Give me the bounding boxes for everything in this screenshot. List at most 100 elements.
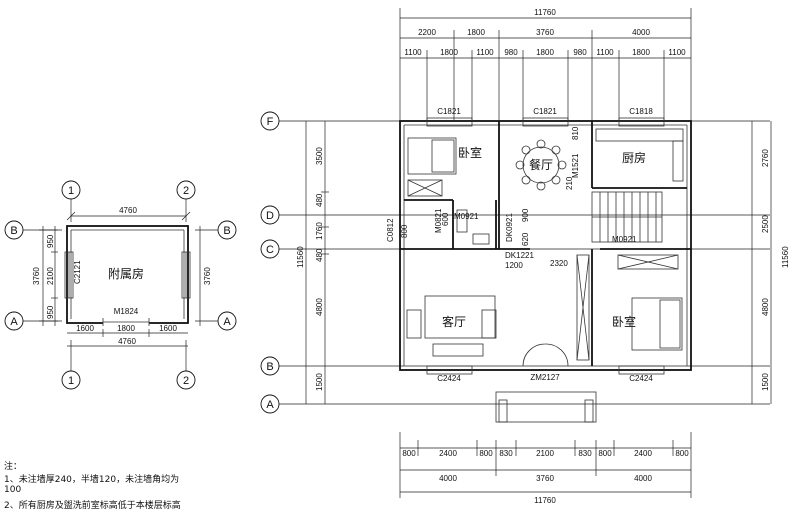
window-code: C2424 bbox=[629, 374, 653, 383]
annex-plan: 1 2 1 2 B A B A 4760 bbox=[4, 180, 237, 390]
window-c2424-west bbox=[426, 365, 473, 375]
opening-code: DK1221 bbox=[505, 251, 534, 260]
top-dim: 980 bbox=[504, 48, 518, 57]
axis-label: A bbox=[10, 316, 18, 328]
bottom-dim: 3760 bbox=[536, 474, 554, 483]
window-c1821-dining bbox=[522, 117, 569, 127]
note-line: 1、未注墙厚240，半墙120，未注墙角均为 bbox=[4, 475, 180, 485]
bottom-total: 11760 bbox=[534, 496, 556, 505]
bottom-dim: 4000 bbox=[439, 474, 457, 483]
bottom-dim: 800 bbox=[598, 449, 612, 458]
dim-label: 810 bbox=[571, 126, 580, 140]
bottom-dim: 830 bbox=[578, 449, 592, 458]
note-line: 2、所有厨房及盥洗前室标高低于本楼层标高 bbox=[4, 501, 181, 511]
room-label-living: 客厅 bbox=[442, 314, 466, 329]
main-plan: 11760 2200 1800 3760 4000 1100 1800 1100… bbox=[260, 8, 790, 505]
axis-label: B bbox=[10, 225, 17, 237]
right-total: 11560 bbox=[781, 246, 790, 268]
note-line: 100 bbox=[4, 485, 22, 495]
annex-window-code: C2121 bbox=[73, 260, 82, 284]
bottom-dim: 2100 bbox=[536, 449, 554, 458]
dim-label: 2320 bbox=[550, 259, 568, 268]
window-c2424-east bbox=[618, 365, 665, 375]
window-code: C2424 bbox=[437, 374, 461, 383]
right-dim: 2500 bbox=[761, 215, 770, 233]
annex-room-label: 附属房 bbox=[108, 266, 144, 281]
axis-label: A bbox=[223, 316, 231, 328]
top-dim: 980 bbox=[573, 48, 587, 57]
dim-label: 210 bbox=[565, 176, 574, 190]
annex-bottom-segment: 1800 bbox=[117, 324, 135, 333]
left-dim: 1760 bbox=[315, 222, 324, 240]
dim-label: 900 bbox=[521, 208, 530, 222]
annex-top-dimension: 4760 bbox=[119, 206, 137, 215]
main-outer-walls bbox=[399, 120, 692, 371]
top-dim: 1100 bbox=[476, 48, 494, 57]
door-code: M0921 bbox=[612, 235, 637, 244]
axis-label: 2 bbox=[183, 375, 189, 387]
wardrobe-icon bbox=[407, 179, 443, 197]
door-code: M1521 bbox=[571, 153, 580, 178]
room-label-bedroom-nw: 卧室 bbox=[458, 145, 482, 160]
left-dim: 3500 bbox=[315, 147, 324, 165]
annex-left-segment: 950 bbox=[46, 234, 55, 248]
window-c1821-west bbox=[426, 117, 473, 127]
annex-right-total: 3760 bbox=[203, 267, 212, 285]
top-dim: 1800 bbox=[632, 48, 650, 57]
annex-door-code: M1824 bbox=[114, 307, 139, 316]
dim-label: 620 bbox=[521, 232, 530, 246]
window-code: C1821 bbox=[437, 107, 461, 116]
cabinet-icon bbox=[576, 254, 590, 361]
dining-table-icon bbox=[522, 146, 560, 184]
annex-bottom-dimension: 4760 bbox=[118, 337, 136, 346]
main-top-total: 11760 bbox=[534, 8, 556, 17]
door-code: M0821 bbox=[434, 208, 443, 233]
axis-label: B bbox=[266, 361, 273, 373]
left-dim: 480 bbox=[315, 193, 324, 207]
annex-left-segment: 950 bbox=[46, 305, 55, 319]
door-code: ZM2127 bbox=[530, 373, 560, 382]
annex-left-segment: 2100 bbox=[46, 267, 55, 285]
top-dim: 1800 bbox=[440, 48, 458, 57]
annex-bottom-segment: 1600 bbox=[76, 324, 94, 333]
notes-title: 注： bbox=[4, 462, 23, 472]
left-dim: 1500 bbox=[315, 373, 324, 391]
top-dim: 4000 bbox=[632, 28, 650, 37]
top-dim: 1800 bbox=[536, 48, 554, 57]
annex-left-total: 3760 bbox=[32, 267, 41, 285]
axis-label: A bbox=[266, 399, 274, 411]
axis-label: 1 bbox=[68, 375, 74, 387]
right-dim: 2760 bbox=[761, 149, 770, 167]
axis-label: 2 bbox=[183, 185, 189, 197]
room-label-kitchen: 厨房 bbox=[622, 150, 646, 165]
door-code: M0921 bbox=[454, 212, 479, 221]
top-dim: 1100 bbox=[404, 48, 422, 57]
room-label-bedroom-se: 卧室 bbox=[612, 314, 636, 329]
dim-label: 600 bbox=[441, 212, 450, 226]
top-dim: 2200 bbox=[418, 28, 436, 37]
right-dim: 4800 bbox=[761, 298, 770, 316]
kitchen-counter-icon bbox=[595, 128, 684, 142]
bottom-dim: 830 bbox=[499, 449, 513, 458]
top-dim: 1800 bbox=[467, 28, 485, 37]
bottom-dim: 2400 bbox=[439, 449, 457, 458]
dim-label: 1200 bbox=[505, 261, 523, 270]
axis-label: F bbox=[267, 116, 274, 128]
annex-bottom-segment: 1600 bbox=[159, 324, 177, 333]
left-dim: 4800 bbox=[315, 298, 324, 316]
axis-label: C bbox=[266, 244, 274, 256]
left-total: 11560 bbox=[296, 246, 305, 268]
axis-bubble-c bbox=[260, 239, 280, 259]
staircase bbox=[591, 191, 663, 243]
left-dim: 480 bbox=[315, 248, 324, 262]
axis-label: 1 bbox=[68, 185, 74, 197]
wardrobe-icon-se bbox=[617, 254, 679, 270]
axis-bubble-f bbox=[260, 111, 280, 131]
axis-bubble-b bbox=[260, 356, 280, 376]
axis-label: B bbox=[223, 225, 230, 237]
top-dim: 1100 bbox=[668, 48, 686, 57]
axis-label: D bbox=[266, 210, 274, 222]
bed-icon bbox=[407, 137, 457, 175]
window-code: C0812 bbox=[386, 218, 395, 242]
